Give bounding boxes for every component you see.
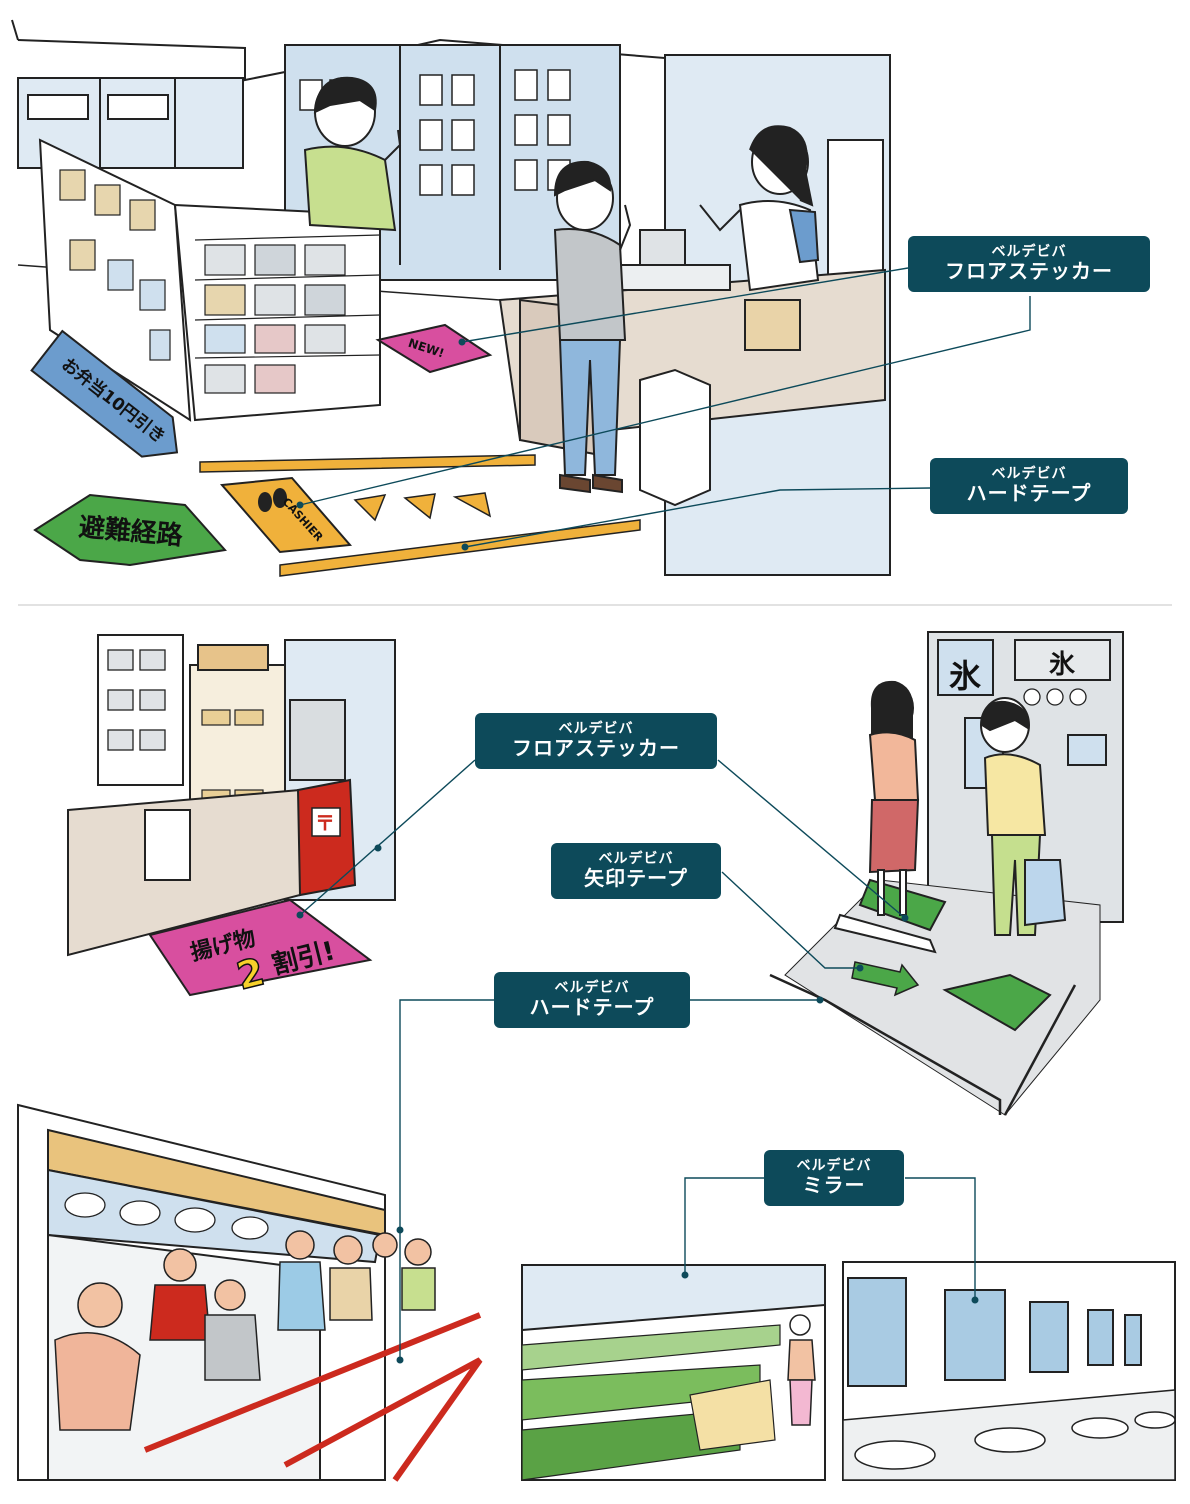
callout-product: 矢印テープ: [584, 866, 688, 891]
ice-sign-2: 氷: [1049, 650, 1076, 680]
floor-sticker-new: [375, 323, 493, 374]
callout-hard-tape-top: ベルデビバ ハードテープ: [930, 458, 1128, 514]
woman-figure: [868, 680, 920, 916]
scene-ticket-machine: [769, 631, 1124, 1116]
scene-cafeteria: [17, 1103, 483, 1482]
callout-product: ハードテープ: [966, 481, 1092, 506]
cafeteria-people: [54, 1230, 436, 1431]
customer-green-figure: [303, 76, 402, 232]
scene-restroom-mirrors: [842, 1261, 1176, 1481]
clerk-figure: [699, 125, 820, 292]
callout-brand: ベルデビバ: [558, 721, 634, 737]
leader-dots: [296, 844, 979, 1364]
floor-tape-lines: [199, 454, 641, 577]
callout-product: フロアステッカー: [945, 259, 1113, 284]
floor-sticker-cashier: [219, 476, 353, 554]
scene-produce-aisle: [521, 1264, 826, 1481]
callout-brand: ベルデビバ: [554, 980, 630, 996]
callout-product: ハードテープ: [529, 995, 655, 1020]
callout-arrow-tape: ベルデビバ 矢印テープ: [551, 843, 721, 899]
bottom-leader-lines: [299, 759, 976, 1360]
callout-floor-sticker-middle: ベルデビバ フロアステッカー: [475, 713, 717, 769]
scene-fried-food-counter: [67, 634, 396, 997]
customer-grey-figure: [553, 160, 632, 494]
callout-mirror: ベルデビバ ミラー: [764, 1150, 904, 1206]
scene-convenience-store: [11, 19, 1031, 577]
callout-brand: ベルデビバ: [991, 466, 1067, 482]
callout-hard-tape-bottom: ベルデビバ ハードテープ: [494, 972, 690, 1028]
callout-product: フロアステッカー: [512, 736, 680, 761]
man-figure: [980, 697, 1067, 936]
top-leader-lines: [299, 267, 1031, 548]
callout-product: ミラー: [802, 1173, 866, 1198]
floor-sticker-discount: [30, 329, 179, 458]
callout-brand: ベルデビバ: [796, 1158, 872, 1174]
floor-sticker-evacuation: [33, 493, 227, 567]
post-mark: 〒: [315, 811, 335, 835]
callout-floor-sticker-top: ベルデビバ フロアステッカー: [908, 236, 1150, 292]
callout-brand: ベルデビバ: [991, 244, 1067, 260]
callout-brand: ベルデビバ: [598, 851, 674, 867]
ice-sign-1: 氷: [949, 657, 982, 695]
